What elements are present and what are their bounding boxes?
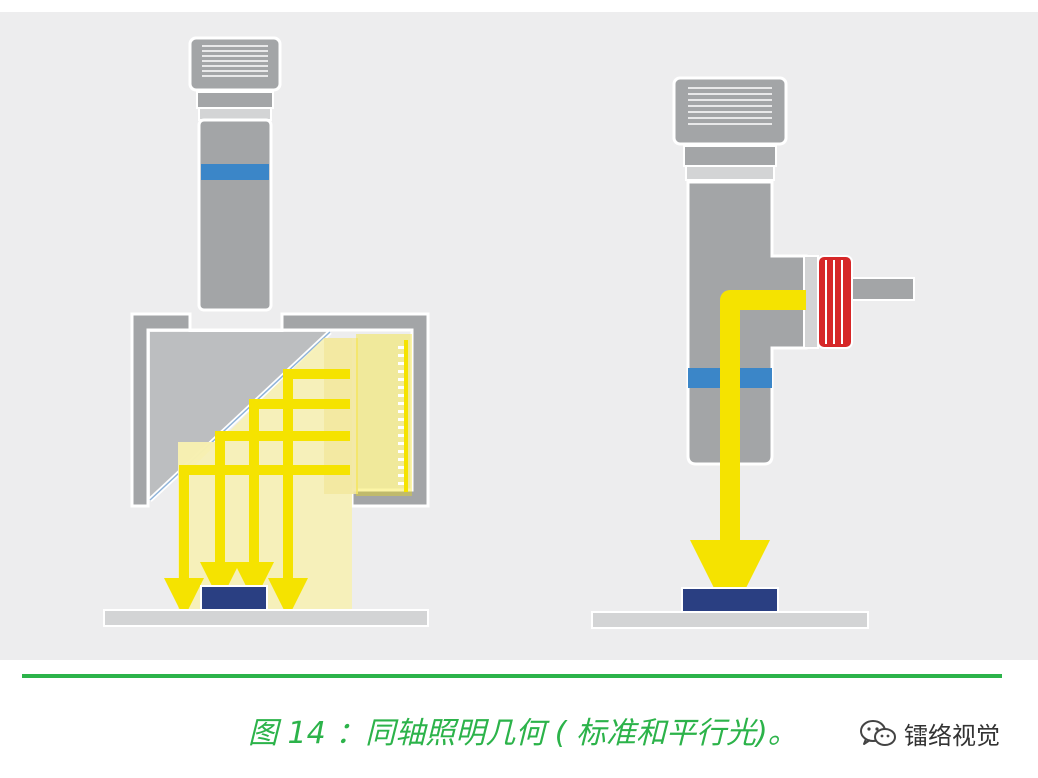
left-light-rays (164, 369, 350, 618)
right-lens-ring-light (685, 165, 775, 181)
watermark-text: 镭络视觉 (904, 721, 1000, 750)
collimated-coaxial-illuminator (591, 76, 915, 629)
coaxial-illumination-diagram (103, 36, 915, 629)
left-stage (103, 609, 429, 627)
right-emitter-fins (825, 260, 843, 344)
left-lens-ring-light (198, 107, 272, 121)
left-light-ray-1 (268, 369, 350, 618)
right-illuminator-body (686, 180, 808, 466)
figure-panel (0, 12, 1038, 660)
watermark: 镭络视觉 (858, 716, 1000, 750)
left-light-ray-2 (234, 399, 350, 602)
right-emitter-cable (851, 277, 915, 301)
right-cap-grille (688, 87, 772, 125)
right-part (681, 587, 779, 613)
left-led-array (356, 334, 412, 496)
figure-caption: 图 14 ：同轴照明几何 ( 标准和平行光)。 (248, 716, 798, 751)
right-stage (591, 611, 869, 629)
left-part (200, 585, 268, 611)
right-lens-ring (683, 145, 777, 167)
wechat-icon (860, 720, 896, 746)
caption-divider (22, 674, 1002, 678)
right-emitter-mount (803, 255, 819, 349)
left-lens-ring (196, 91, 274, 109)
left-led-ticks (398, 346, 404, 485)
left-cap-grille (202, 45, 268, 77)
left-light-ray-3 (200, 431, 350, 602)
right-light-ray (690, 290, 806, 620)
left-focus-band (201, 164, 269, 180)
left-lens-barrel (197, 118, 273, 312)
left-light-ray-4 (164, 465, 350, 618)
standard-coaxial-illuminator (103, 36, 430, 627)
